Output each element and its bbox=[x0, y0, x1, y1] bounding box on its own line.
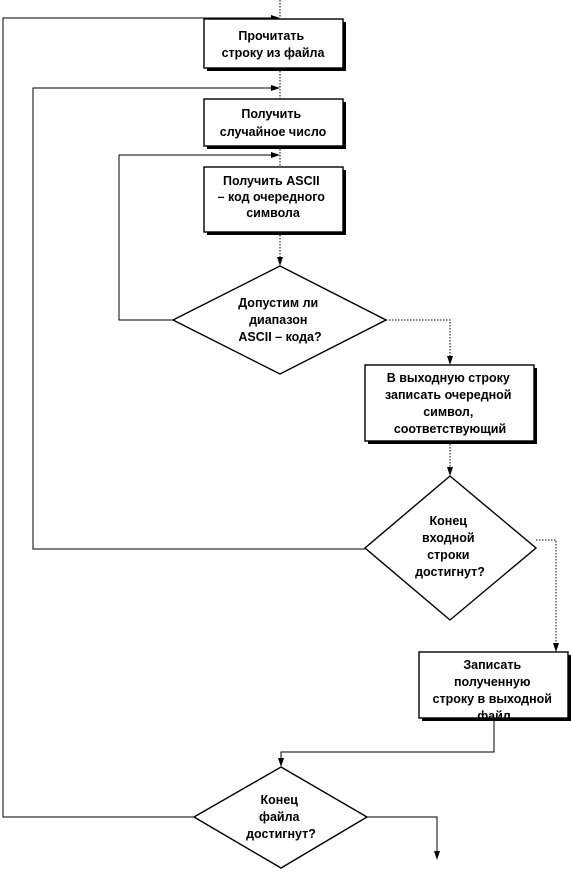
node-label-line: достигнут? bbox=[246, 827, 316, 841]
node-label: Конец файла достигнут? bbox=[246, 793, 316, 841]
node-label-line: достигнут? bbox=[415, 565, 485, 579]
connector-loop-retry bbox=[118, 154, 272, 321]
node-label-line: Конец bbox=[261, 793, 299, 807]
arrowhead bbox=[447, 356, 453, 365]
process-box bbox=[364, 364, 535, 442]
node-label-line: ASCII – кода? bbox=[238, 330, 321, 344]
node-label-line: случайное число bbox=[220, 125, 327, 139]
connector-writeline-to-fileend bbox=[280, 718, 495, 759]
node-label: Получить ASCII – код очередного символа bbox=[218, 174, 329, 220]
node-label-line: Получить bbox=[241, 107, 301, 121]
process-box bbox=[203, 98, 344, 147]
node-label-line: символа bbox=[246, 206, 301, 220]
node-label-line: символ, bbox=[423, 405, 473, 419]
process-box bbox=[203, 18, 344, 69]
node-label-line: Конец bbox=[430, 514, 468, 528]
connector-exit bbox=[367, 816, 438, 852]
node-label-line: Прочитать bbox=[238, 29, 304, 43]
node-write-line: Записать полученную строку в выходной фа… bbox=[418, 651, 571, 723]
node-label-line: Записать bbox=[463, 658, 521, 672]
node-label-line: записать очередной bbox=[385, 388, 512, 402]
connectors bbox=[2, 0, 559, 860]
arrowhead bbox=[434, 851, 440, 860]
node-label-line: Получить ASCII bbox=[223, 174, 320, 188]
arrowhead bbox=[271, 152, 280, 158]
node-label: Допустим ли диапазон ASCII – кода? bbox=[238, 296, 321, 344]
node-label-line: входной bbox=[422, 531, 475, 545]
node-file-end-check: Конец файла достигнут? bbox=[192, 766, 369, 869]
node-label: Прочитать строку из файла bbox=[222, 29, 326, 60]
arrowhead bbox=[447, 467, 453, 476]
node-label: В выходную строку записать очередной сим… bbox=[385, 371, 515, 436]
node-line-end-check: Конец входной строки достигнут? bbox=[363, 475, 538, 621]
node-label-line: файл bbox=[477, 709, 511, 723]
node-label-line: – код очередного bbox=[218, 190, 326, 204]
node-label: Записать полученную строку в выходной фа… bbox=[433, 658, 556, 723]
node-read-line: Прочитать строку из файла bbox=[203, 18, 346, 71]
node-label-line: соответствующий bbox=[394, 422, 506, 436]
node-label-line: диапазон bbox=[249, 313, 307, 327]
node-label-line: полученную bbox=[454, 675, 531, 689]
process-box bbox=[418, 651, 569, 719]
node-write-char: В выходную строку записать очередной сим… bbox=[364, 364, 537, 444]
node-label-line: строку из файла bbox=[222, 46, 326, 60]
connector-loop-next-line bbox=[2, 17, 272, 818]
node-label-line: строки bbox=[427, 548, 469, 562]
arrowhead bbox=[277, 257, 283, 266]
arrowhead bbox=[271, 85, 280, 91]
node-label-line: Допустим ли bbox=[238, 296, 318, 310]
node-range-check: Допустим ли диапазон ASCII – кода? bbox=[171, 265, 388, 375]
node-label-line: В выходную строку bbox=[387, 371, 510, 385]
node-get-random: Получить случайное число bbox=[203, 98, 346, 149]
node-label-line: файла bbox=[259, 810, 301, 824]
node-label: Получить случайное число bbox=[220, 107, 327, 139]
arrowhead bbox=[553, 643, 559, 652]
connector-lineend-to-writeline bbox=[536, 539, 557, 644]
decision-diamond bbox=[363, 475, 538, 621]
decision-diamond bbox=[192, 766, 369, 869]
process-box bbox=[203, 166, 344, 233]
decision-diamond bbox=[171, 265, 388, 375]
node-get-ascii: Получить ASCII – код очередного символа bbox=[203, 166, 346, 235]
arrowhead bbox=[278, 758, 284, 767]
connector-loop-next-char bbox=[32, 87, 365, 550]
node-label-line: строку в выходной bbox=[433, 692, 552, 706]
node-label: Конец входной строки достигнут? bbox=[415, 514, 485, 579]
connector-check-to-write bbox=[386, 319, 451, 357]
